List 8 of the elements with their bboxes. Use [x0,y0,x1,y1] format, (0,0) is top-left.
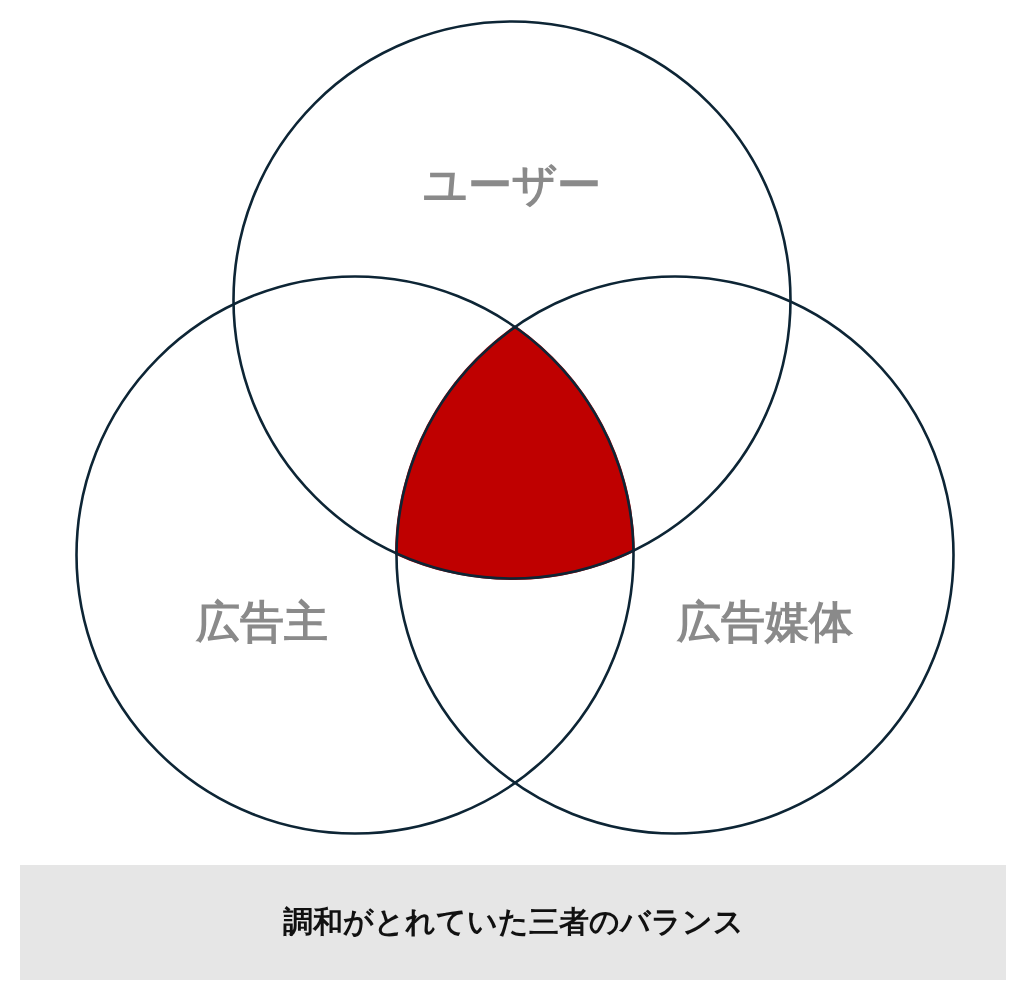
circle-label: ユーザー [423,157,601,212]
caption-bar: 調和がとれていた三者のバランス [20,865,1006,980]
venn-circle [232,20,792,580]
circle-label: 広告主 [196,594,328,649]
overlap-region [395,325,635,580]
venn-circle [395,275,955,835]
venn-circle [75,275,635,835]
circle-label: 広告媒体 [677,594,853,649]
